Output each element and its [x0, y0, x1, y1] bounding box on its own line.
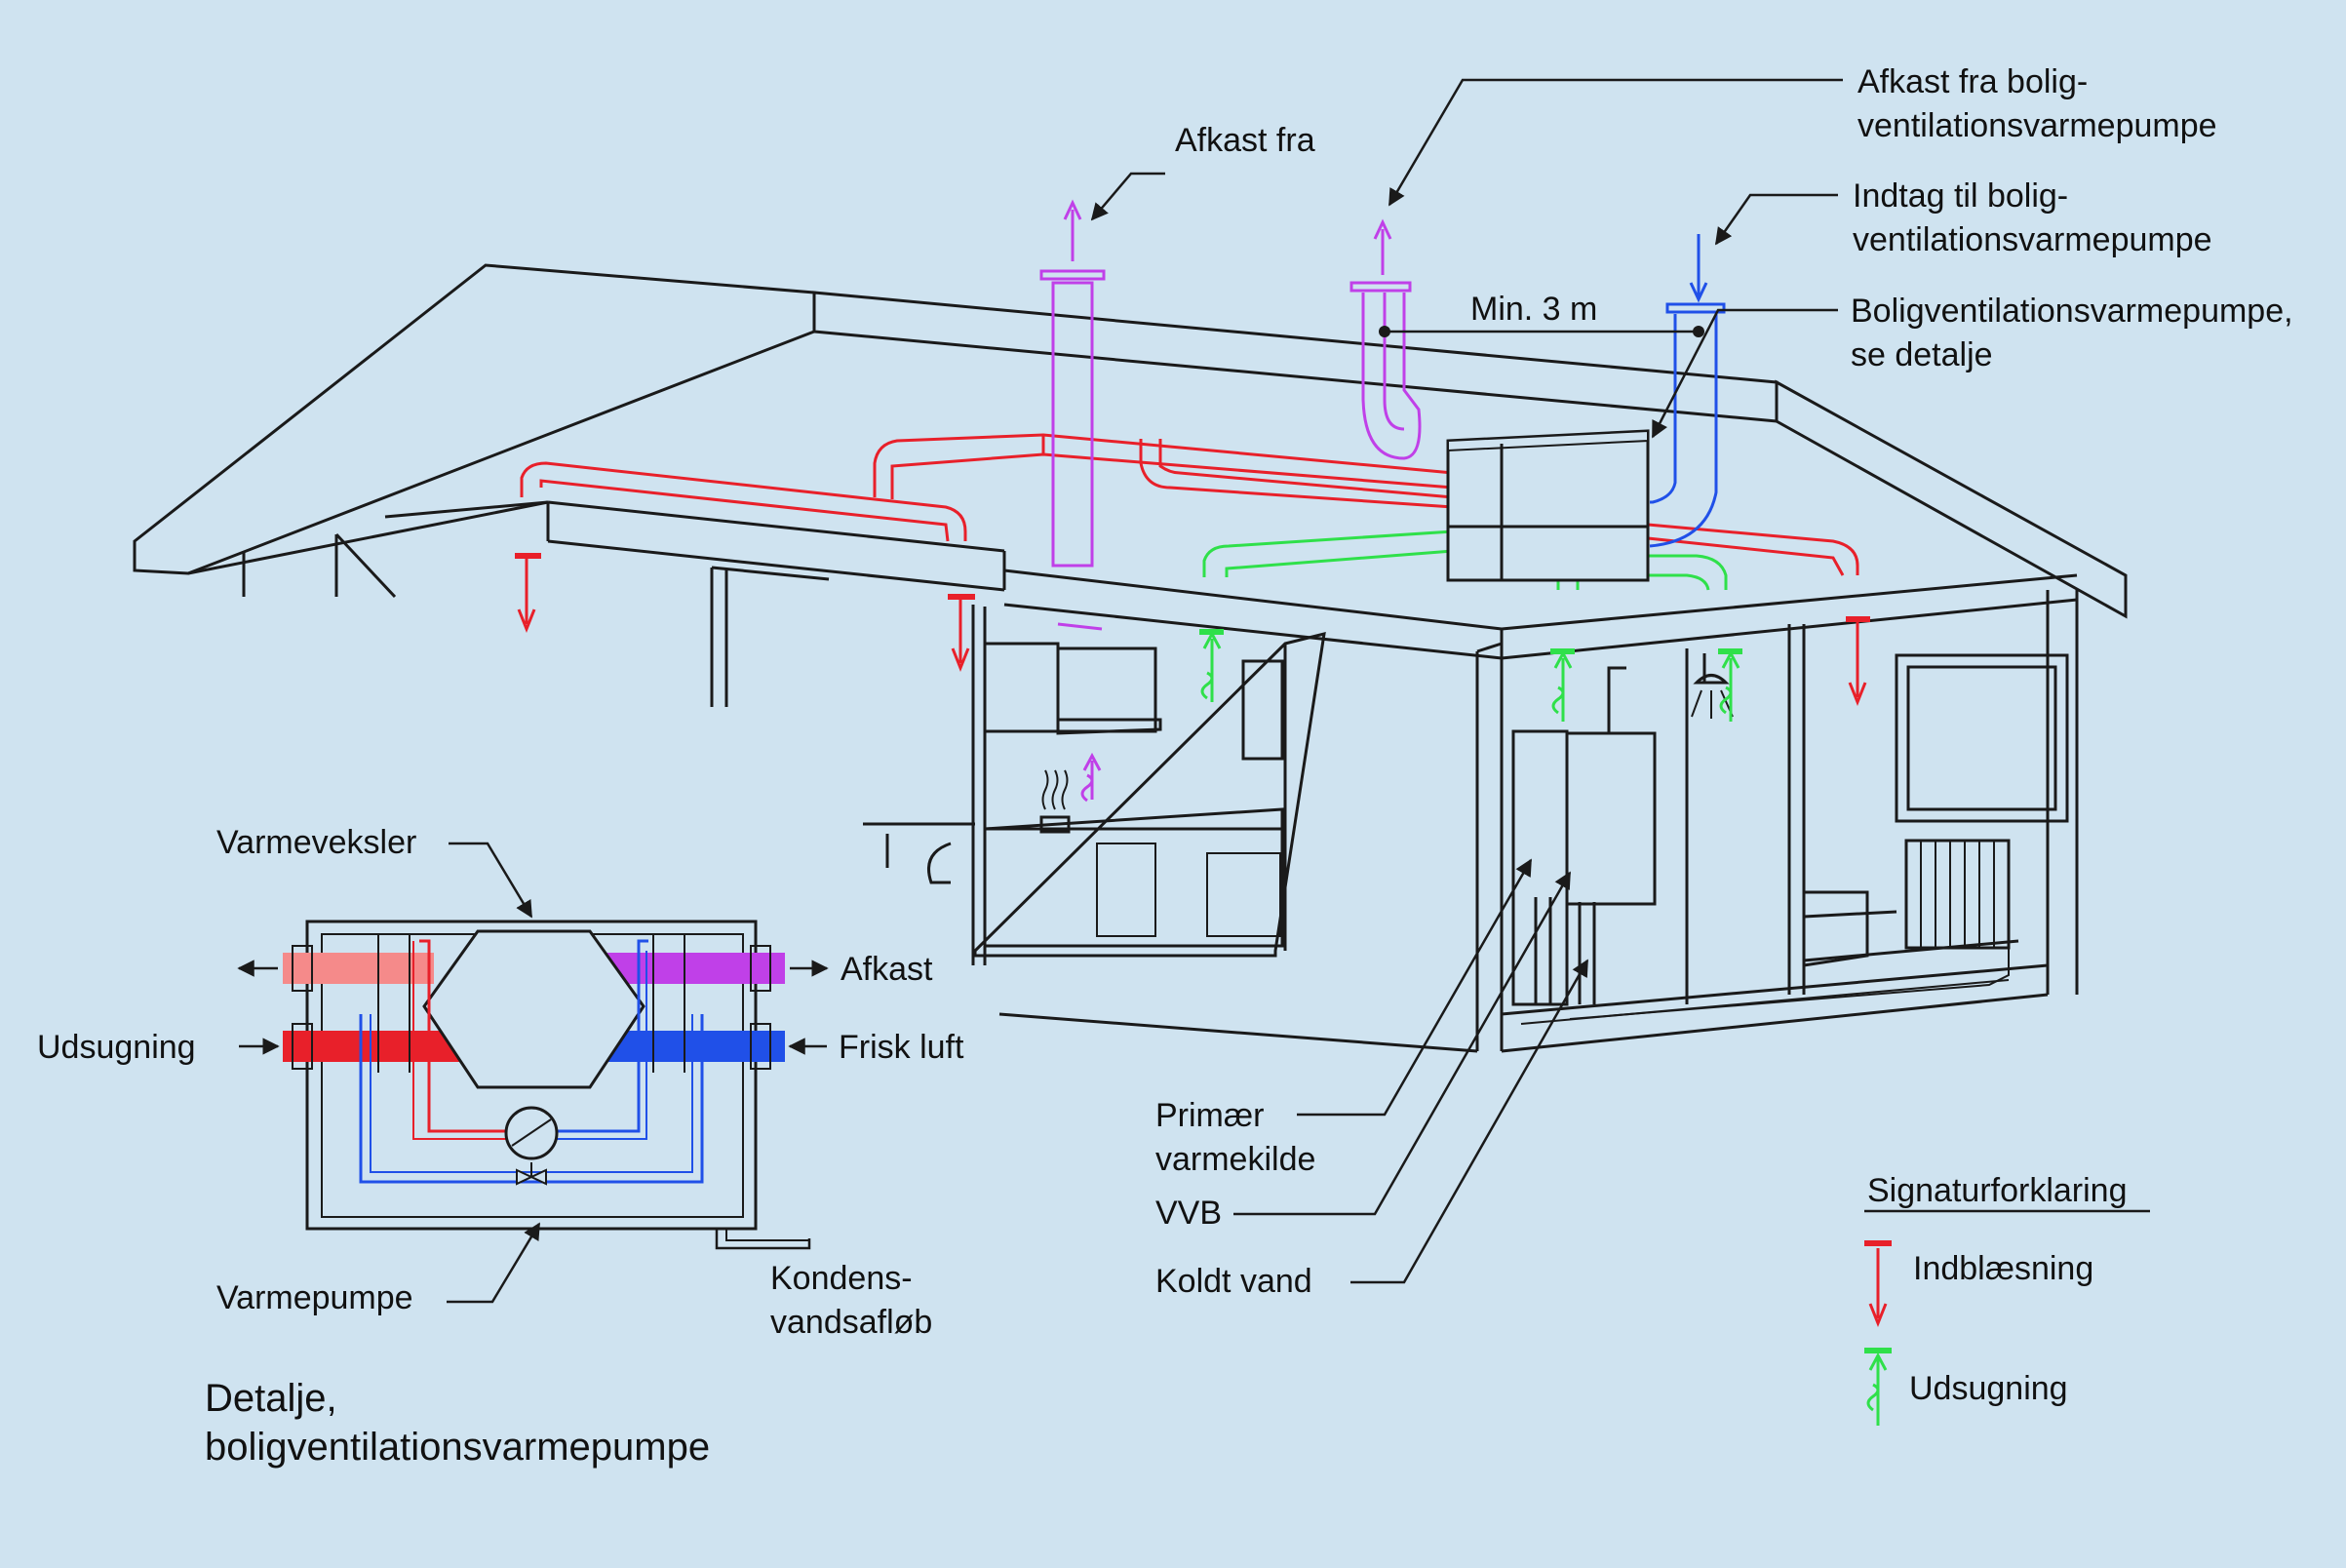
window — [1895, 653, 2069, 823]
bvp-exhaust-duct — [1361, 293, 1422, 460]
supply-duct-right — [1647, 523, 1859, 575]
detail-bvp: Varmeveksler Afkast Udsugning Frisk luft… — [37, 824, 964, 1469]
label-indtag-1: Indtag til bolig- — [1853, 177, 2068, 215]
legend-item-supply: Indblæsning — [1913, 1250, 2093, 1287]
extract-duct-main — [1202, 529, 1454, 577]
detail-band-lightred — [283, 953, 434, 984]
label-kondens-1: Kondens- — [770, 1260, 913, 1297]
detail-title-2: boligventilationsvarmepumpe — [205, 1426, 710, 1469]
supply-duct-main — [873, 433, 1454, 497]
label-afkast-bolig-1: Afkast fra bolig- — [1857, 63, 2088, 100]
legend-item-extract: Udsugning — [1909, 1370, 2068, 1407]
detail-title-1: Detalje, — [205, 1377, 337, 1420]
label-koldt-vand: Koldt vand — [1155, 1263, 1312, 1300]
kitchen-exhaust-stack — [1051, 281, 1094, 568]
exhaust-ducts — [1039, 199, 1422, 803]
label-varmeveksler: Varmeveksler — [216, 824, 416, 861]
label-kondens-2: vandsafløb — [770, 1304, 932, 1341]
legend-extract-symbol — [1864, 1348, 1892, 1426]
label-primaer-1: Primær — [1155, 1097, 1264, 1134]
supply-duct-main-left — [520, 461, 967, 541]
label-bvp-1: Boligventilationsvarmepumpe, — [1851, 293, 2293, 330]
right-roof — [1775, 379, 2128, 619]
bvp-unit — [1446, 429, 1650, 582]
label-afkast-fra: Afkast fra — [1175, 122, 1315, 159]
refrigerant-red — [419, 939, 507, 1133]
label-primaer-2: varmekilde — [1155, 1141, 1315, 1178]
label-afkast-bolig-2: ventilationsvarmepumpe — [1857, 107, 2217, 144]
bvp-intake-duct — [1650, 314, 1677, 504]
legend-title: Signaturforklaring — [1867, 1172, 2127, 1209]
label-bvp-2: se detalje — [1851, 336, 1993, 373]
label-frisk-luft: Frisk luft — [839, 1029, 964, 1066]
supply-ducts — [515, 433, 1870, 707]
label-afkast: Afkast — [841, 951, 933, 988]
heat-exchanger — [422, 929, 645, 1089]
label-indtag-2: ventilationsvarmepumpe — [1853, 221, 2212, 258]
condensate-drain — [715, 1229, 811, 1250]
label-min-distance: Min. 3 m — [1470, 291, 1597, 328]
label-udsugning-detail: Udsugning — [37, 1029, 196, 1066]
detail-band-purple — [595, 953, 785, 984]
main-annotations: Afkast fra Afkast fra bolig- ventilation… — [1090, 63, 2293, 1300]
legend-supply-symbol — [1864, 1240, 1892, 1328]
house-structure — [133, 263, 2128, 1053]
detail-band-red — [283, 1031, 468, 1062]
water-tank-vvb — [1565, 731, 1657, 906]
refrigerant-blue — [359, 1014, 704, 1184]
intake-ducts — [1649, 234, 1726, 548]
legend: Signaturforklaring Indblæsning Udsugning — [1864, 1172, 2150, 1426]
label-varmepumpe: Varmepumpe — [216, 1279, 413, 1316]
detail-band-blue — [595, 1031, 785, 1062]
front-wall — [973, 631, 1326, 958]
label-vvb: VVB — [1155, 1195, 1222, 1232]
